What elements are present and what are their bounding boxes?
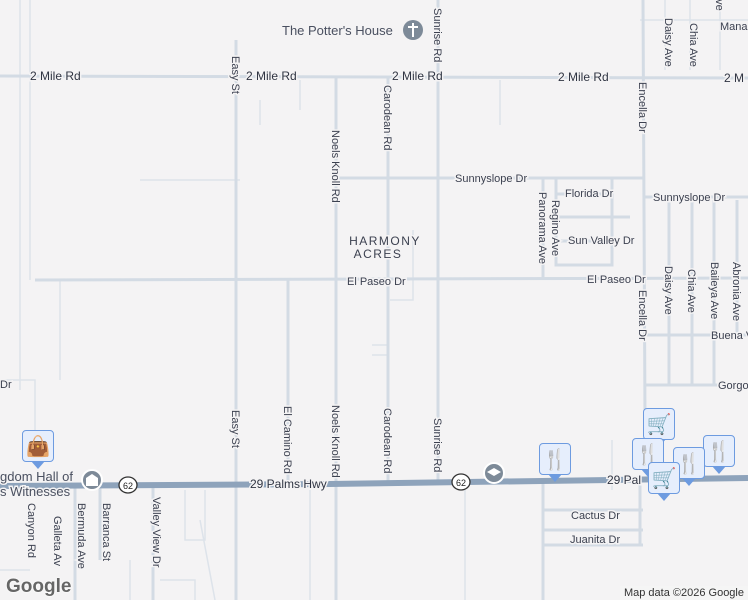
marker-grocery[interactable]: 🛒: [643, 408, 675, 447]
svg-text:Abronia Ave: Abronia Ave: [730, 262, 742, 321]
svg-text:s Witnesses: s Witnesses: [0, 484, 71, 499]
svg-text:Encella Dr: Encella Dr: [636, 82, 648, 133]
svg-text:Dr: Dr: [0, 379, 12, 391]
svg-text:Valley View Dr: Valley View Dr: [150, 497, 162, 568]
marker-grocery[interactable]: 🛒: [648, 462, 680, 501]
svg-text:Canyon Rd: Canyon Rd: [25, 503, 37, 558]
place-of-worship-icon: [86, 474, 98, 486]
svg-text:Galleta Av: Galleta Av: [51, 516, 63, 566]
svg-text:Gorgo: Gorgo: [718, 380, 748, 392]
svg-text:The Potter's House: The Potter's House: [282, 23, 393, 38]
highway-29-palms: [0, 475, 748, 489]
fork-knife-icon: 🍴: [706, 440, 732, 463]
svg-text:Sunrise Rd: Sunrise Rd: [431, 418, 443, 472]
marker-restaurant[interactable]: 🍴: [539, 443, 571, 482]
svg-text:29 Palms Hwy: 29 Palms Hwy: [250, 477, 327, 491]
svg-text:El Paseo Dr: El Paseo Dr: [587, 274, 646, 286]
svg-text:Sunrise Rd: Sunrise Rd: [431, 8, 443, 62]
svg-text:Bermuda Ave: Bermuda Ave: [75, 503, 87, 569]
svg-text:Chia Ave: Chia Ave: [687, 23, 699, 67]
svg-text:gdom Hall of: gdom Hall of: [0, 469, 73, 484]
marker-restaurant[interactable]: 🍴: [703, 435, 735, 474]
svg-text:Sunnyslope Dr: Sunnyslope Dr: [653, 192, 725, 204]
marker-shopping[interactable]: 👜: [22, 430, 54, 469]
highway-shield-62: 62 62: [118, 473, 471, 494]
svg-text:HARMONY: HARMONY: [349, 234, 421, 248]
svg-text:Sunnyslope Dr: Sunnyslope Dr: [455, 173, 527, 185]
fork-knife-icon: 🍴: [676, 452, 702, 475]
poi-potters-house[interactable]: The Potter's House: [281, 20, 423, 40]
svg-text:Daisy Ave: Daisy Ave: [662, 18, 674, 67]
google-logo: Google: [6, 576, 72, 597]
shopping-cart-icon: 🛒: [651, 467, 677, 490]
graduation-cap-icon: [487, 468, 501, 476]
shopping-cart-icon: 🛒: [646, 413, 672, 436]
svg-text:Manar: Manar: [720, 21, 748, 33]
svg-text:Encella Dr: Encella Dr: [636, 290, 648, 341]
svg-text:2 Mile Rd: 2 Mile Rd: [30, 69, 81, 83]
svg-text:29 Pal: 29 Pal: [607, 473, 641, 487]
svg-text:El Paseo Dr: El Paseo Dr: [347, 276, 406, 288]
cross-icon: [408, 23, 418, 37]
road-labels: 2 Mile Rd 2 Mile Rd 2 Mile Rd 2 Mile Rd …: [0, 0, 748, 570]
svg-text:Barranca St: Barranca St: [100, 503, 112, 561]
svg-text:2 Mile Rd: 2 Mile Rd: [392, 69, 443, 83]
svg-text:Sun Valley Dr: Sun Valley Dr: [568, 235, 635, 247]
svg-text:Noels Knoll Rd: Noels Knoll Rd: [329, 130, 341, 203]
svg-text:2 M: 2 M: [724, 71, 744, 85]
svg-text:Cactus Dr: Cactus Dr: [571, 510, 620, 522]
svg-text:Carodean Rd: Carodean Rd: [381, 85, 393, 150]
svg-text:Regino Ave: Regino Ave: [549, 200, 561, 256]
svg-text:Easy St: Easy St: [229, 56, 241, 94]
svg-text:Carodean Rd: Carodean Rd: [381, 408, 393, 473]
svg-text:El Camino Rd: El Camino Rd: [281, 406, 293, 474]
svg-text:Daisy Ave: Daisy Ave: [662, 266, 674, 315]
area-label-harmony-acres: HARMONY ACRES: [348, 233, 421, 263]
svg-text:Baileya Ave: Baileya Ave: [708, 262, 720, 319]
shopping-bag-icon: 👜: [25, 435, 51, 458]
svg-text:Easy St: Easy St: [229, 410, 241, 448]
fork-knife-icon: 🍴: [542, 448, 568, 471]
svg-text:Juanita Dr: Juanita Dr: [570, 534, 620, 546]
svg-text:2 Mile Rd: 2 Mile Rd: [558, 70, 609, 84]
svg-text:ACRES: ACRES: [354, 247, 403, 261]
poi-school[interactable]: [483, 462, 505, 484]
fork-knife-icon: 🍴: [635, 443, 661, 466]
svg-text:Buena V: Buena V: [711, 330, 748, 342]
map-attribution[interactable]: Map data ©2026 Google: [619, 586, 748, 600]
poi-kingdom-hall[interactable]: gdom Hall of s Witnesses: [0, 468, 103, 501]
svg-text:Chia Ave: Chia Ave: [685, 269, 697, 313]
svg-text:Ave: Ave: [713, 0, 725, 11]
svg-text:2 Mile Rd: 2 Mile Rd: [246, 69, 297, 83]
svg-text:Panorama Ave: Panorama Ave: [536, 192, 548, 264]
svg-text:62: 62: [456, 478, 466, 488]
svg-text:62: 62: [123, 481, 133, 491]
svg-text:Noels Knoll Rd: Noels Knoll Rd: [329, 405, 341, 478]
svg-text:Florida Dr: Florida Dr: [565, 188, 614, 200]
